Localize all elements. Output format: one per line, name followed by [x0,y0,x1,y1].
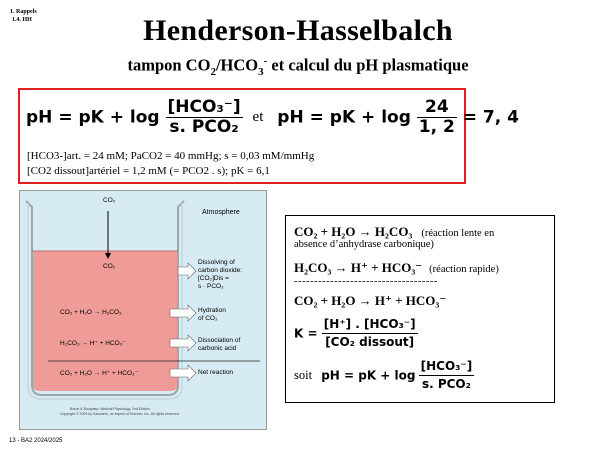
definition-line-2: [CO2 dissout]artériel = 1,2 mM (= PCO2 .… [27,165,270,177]
henderson-equation: pH = pK + log [HCO₃⁻] s. PCO₂ et pH = pK… [26,98,519,137]
net-reaction-label: Net reaction [198,369,234,376]
reaction-1-note: (réaction lente en [421,228,495,239]
page-subtitle: tampon CO2/HCO3- et calcul du pH plasmat… [0,55,596,78]
beaker-figure: Atmosphere CO₂ CO₂ Dissolving of carbon … [19,190,267,430]
reaction-1: CO₂ + H₂O → H₂CO₃ (réaction lente en [294,224,494,240]
subtitle-suffix: et calcul du pH plasmatique [267,55,469,75]
dissolving-line-3: [CO₂]Dis = [198,275,229,282]
subtitle-sub1: 2 [210,65,216,78]
fraction-1-numerator: [HCO₃⁻] [165,97,243,118]
final-lhs: pH = pK + log [321,368,416,383]
hydration-line-2: of CO₂ [198,315,218,322]
reaction-1-note-2: absence d’anhydrase carbonique) [294,239,434,250]
k-numerator: [H⁺] . [HCO₃⁻] [321,316,418,334]
beaker-illustration [20,191,266,429]
co2-dissolved-label: CO₂ [103,263,116,270]
formula-lhs: pH = pK + log [26,107,160,128]
dissolving-line-2: carbon dioxide: [198,267,243,274]
subtitle-prefix: tampon CO [127,55,211,75]
fraction-2-denominator: 1, 2 [418,117,455,137]
subtitle-sub2: 3 [258,65,264,78]
page-title: Henderson-Hasselbalch [143,14,453,47]
figure-credit-1: Boron & Boulpaep: Medical Physiology, 2n… [70,407,151,411]
k-denominator: [CO₂ dissout] [325,335,415,349]
dissolving-line-4: s · PCO₂ [198,283,224,290]
final-denominator: s. PCO₂ [421,377,471,391]
reaction-2-note: (réaction rapide) [429,264,499,275]
hydration-equation: CO₂ + H₂O → H₂CO₃ [60,309,122,316]
hydration-label: Hydration of CO₂ [198,307,226,323]
fraction-2-numerator: 24 [416,98,457,118]
formula-fraction-2: 24 1, 2 [416,98,457,137]
section-label: 1. Rappels 1.4. HH [10,8,37,24]
dissolving-label: Dissolving of carbon dioxide: [CO₂]Dis =… [198,259,242,291]
subtitle-sup: - [263,55,268,67]
k-fraction: [H⁺] . [HCO₃⁻] [CO₂ dissout] [321,316,418,351]
formula-lhs-2: pH = pK + log [277,107,411,128]
net-reaction-equation: CO₂ + H₂O → H⁺ + HCO₃⁻ [60,370,139,377]
formula-box: pH = pK + log [HCO₃⁻] s. PCO₂ et pH = pK… [18,88,519,184]
dissociation-label: Dissociation of carbonic acid [198,337,240,353]
fraction-1-denominator: s. PCO₂ [169,117,239,137]
reaction-2-equation: H₂CO₃ → H⁺ + HCO₃⁻ [294,260,423,275]
section-line-2: 1.4. HH [12,17,32,23]
formula-fraction-1: [HCO₃⁻] s. PCO₂ [165,97,243,137]
final-equation: soit pH = pK + log [HCO₃⁻] s. PCO₂ [294,358,475,393]
page-footer: 13 - BA2 2024/2025 [9,438,63,444]
hydration-line-1: Hydration [198,307,226,314]
figure-credit-2: Copyright © 2009 by Saunders, an imprint… [60,412,180,416]
subtitle-mid: /HCO [215,55,259,75]
final-numerator: [HCO₃⁻] [418,358,475,376]
definition-line-1: [HCO3-]art. = 24 mM; PaCO2 = 40 mmHg; s … [27,150,315,162]
soit-label: soit [294,368,313,382]
reaction-2: H₂CO₃ → H⁺ + HCO₃⁻ (réaction rapide) [294,260,499,276]
co2-atmosphere-label: CO₂ [103,197,116,204]
formula-et: et [252,109,264,125]
reactions-box: CO₂ + H₂O → H₂CO₃ (réaction lente en abs… [285,215,555,403]
final-fraction: [HCO₃⁻] s. PCO₂ [418,358,475,393]
reaction-3-equation: CO₂ + H₂O → H⁺ + HCO₃⁻ [294,293,447,308]
section-line-1: 1. Rappels [10,9,37,15]
atmosphere-label: Atmosphere [202,209,240,216]
separator: ------------------------------------ [294,276,438,287]
formula-result: = 7, 4 [462,107,519,128]
dissolving-line-1: Dissolving of [198,259,235,266]
dissociation-equation: H₂CO₃ → H⁺ + HCO₃⁻ [60,340,126,347]
dissociation-line-1: Dissociation of [198,337,241,344]
dissociation-line-2: carbonic acid [198,345,237,352]
reaction-1-equation: CO₂ + H₂O → H₂CO₃ [294,224,413,239]
k-label: K = [294,326,318,341]
k-equation: K = [H⁺] . [HCO₃⁻] [CO₂ dissout] [294,316,418,351]
